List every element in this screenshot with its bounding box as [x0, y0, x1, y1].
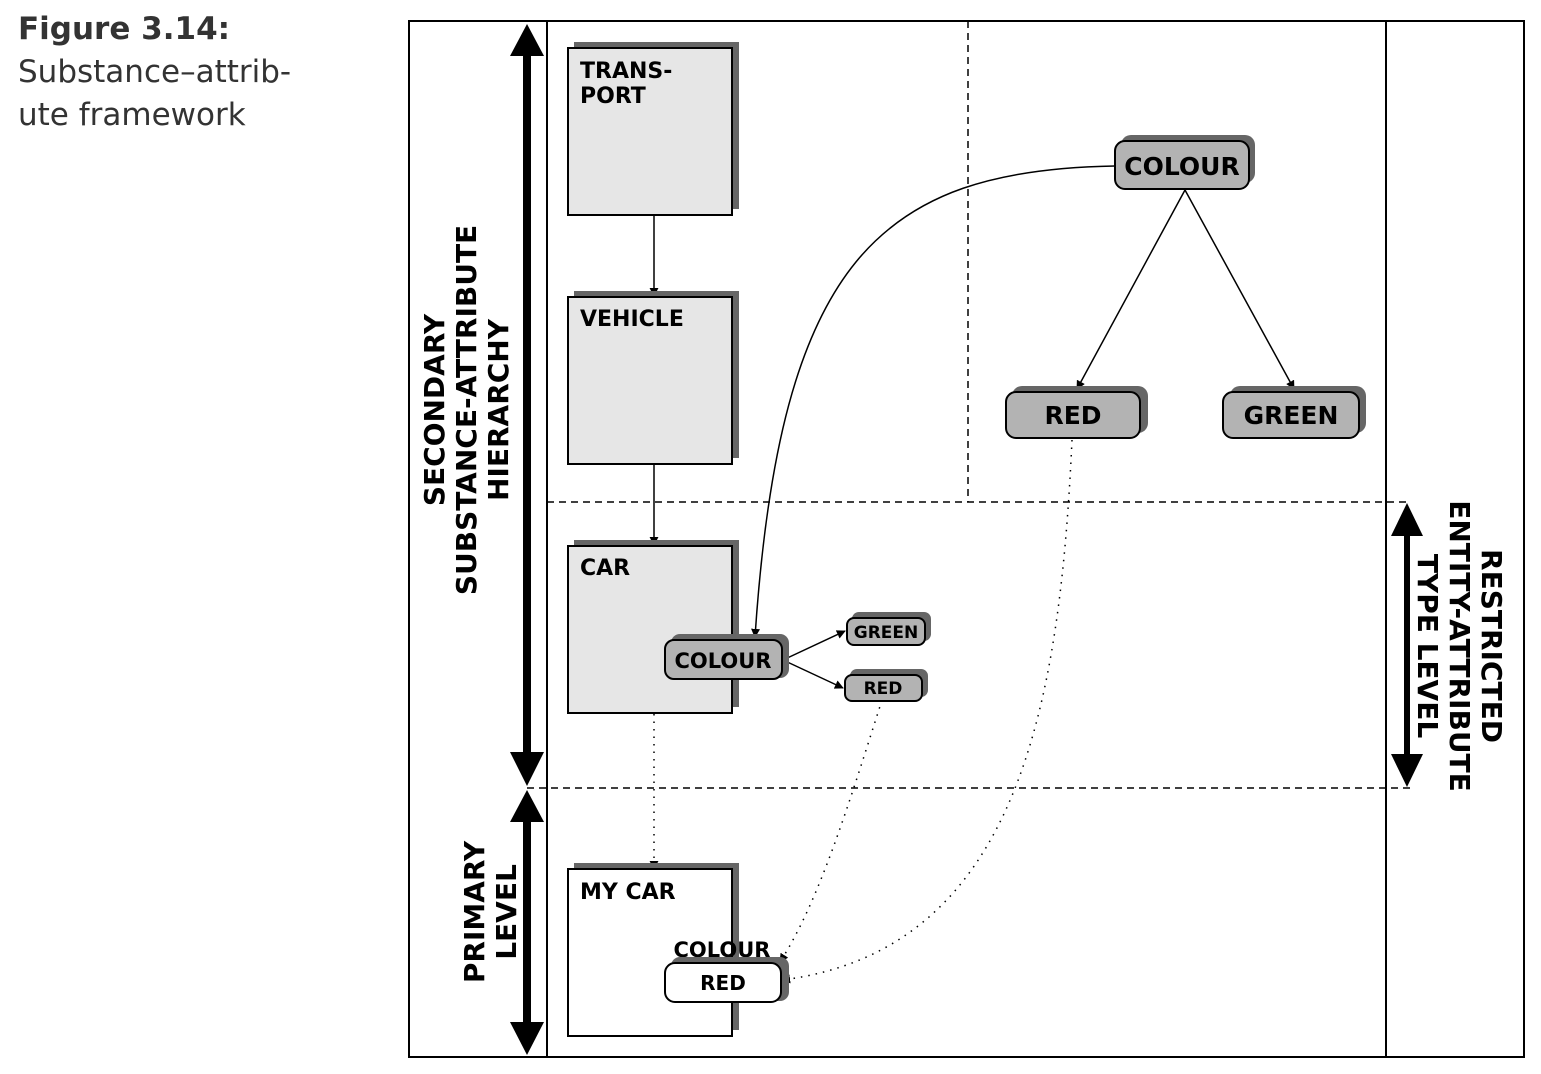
node-red[interactable]: RED: [1005, 386, 1148, 439]
edge-colour-red: [1076, 189, 1186, 390]
node-car-green-label: GREEN: [854, 623, 919, 643]
figure-title-line-1: Substance–attrib-: [18, 54, 292, 90]
figure-number: Figure 3.14:: [18, 11, 231, 47]
secondary-label-line-2: SUBSTANCE-ATTRIBUTE: [450, 225, 483, 595]
restricted-label-line-3: TYPE LEVEL: [1411, 554, 1444, 739]
primary-axis-label: PRIMARY LEVEL: [458, 840, 523, 983]
node-vehicle[interactable]: VEHICLE: [567, 291, 739, 465]
edge-colour-to-car-colour: [751, 165, 1116, 638]
node-vehicle-label: VEHICLE: [580, 307, 684, 332]
restricted-label-line-2: ENTITY-ATTRIBUTE: [1443, 500, 1476, 792]
node-my-car[interactable]: MY CAR: [567, 863, 739, 1037]
node-car-colour-label: COLOUR: [675, 649, 772, 673]
node-green[interactable]: GREEN: [1222, 386, 1366, 439]
outer-frame: [408, 20, 1525, 1058]
node-colour[interactable]: COLOUR: [1114, 135, 1255, 190]
restricted-axis-label: RESTRICTED ENTITY-ATTRIBUTE TYPE LEVEL: [1411, 500, 1508, 792]
edge-car-red-mycar-instance: [779, 699, 883, 963]
secondary-axis-arrow: [510, 24, 544, 786]
node-my-car-red[interactable]: RED: [664, 957, 789, 1003]
edge-car-colour-green: [782, 630, 846, 661]
edge-car-colour-red: [782, 659, 844, 689]
primary-axis-arrow: [510, 790, 544, 1055]
primary-label-line-1: PRIMARY: [458, 840, 491, 983]
node-my-car-red-label: RED: [700, 971, 746, 995]
restricted-axis-arrow: [1391, 503, 1423, 787]
edge-red-mycar-instance: [781, 439, 1073, 984]
node-colour-label: COLOUR: [1124, 152, 1239, 181]
node-red-label: RED: [1044, 401, 1101, 430]
node-car-red[interactable]: RED: [844, 669, 928, 702]
secondary-label-line-3: HIERARCHY: [482, 318, 515, 501]
secondary-axis-label: SECONDARY SUBSTANCE-ATTRIBUTE HIERARCHY: [418, 225, 515, 595]
node-green-label: GREEN: [1244, 401, 1339, 430]
node-car-red-label: RED: [864, 679, 903, 699]
node-transport-label-2: PORT: [580, 84, 646, 109]
primary-label-line-2: LEVEL: [490, 864, 523, 960]
node-car-colour[interactable]: COLOUR: [664, 634, 789, 680]
node-my-car-label: MY CAR: [580, 880, 676, 905]
node-car[interactable]: CAR: [567, 540, 739, 714]
node-car-label: CAR: [580, 556, 630, 581]
node-transport-label-1: TRANS-: [580, 59, 672, 84]
figure-caption: Figure 3.14: Substance–attrib- ute frame…: [18, 8, 291, 137]
edge-colour-green: [1184, 189, 1295, 390]
secondary-label-line-1: SECONDARY: [418, 313, 451, 506]
node-transport[interactable]: TRANS- PORT: [567, 42, 739, 216]
node-car-green[interactable]: GREEN: [846, 612, 931, 646]
figure-title-line-2: ute framework: [18, 97, 246, 133]
restricted-label-line-1: RESTRICTED: [1475, 549, 1508, 743]
